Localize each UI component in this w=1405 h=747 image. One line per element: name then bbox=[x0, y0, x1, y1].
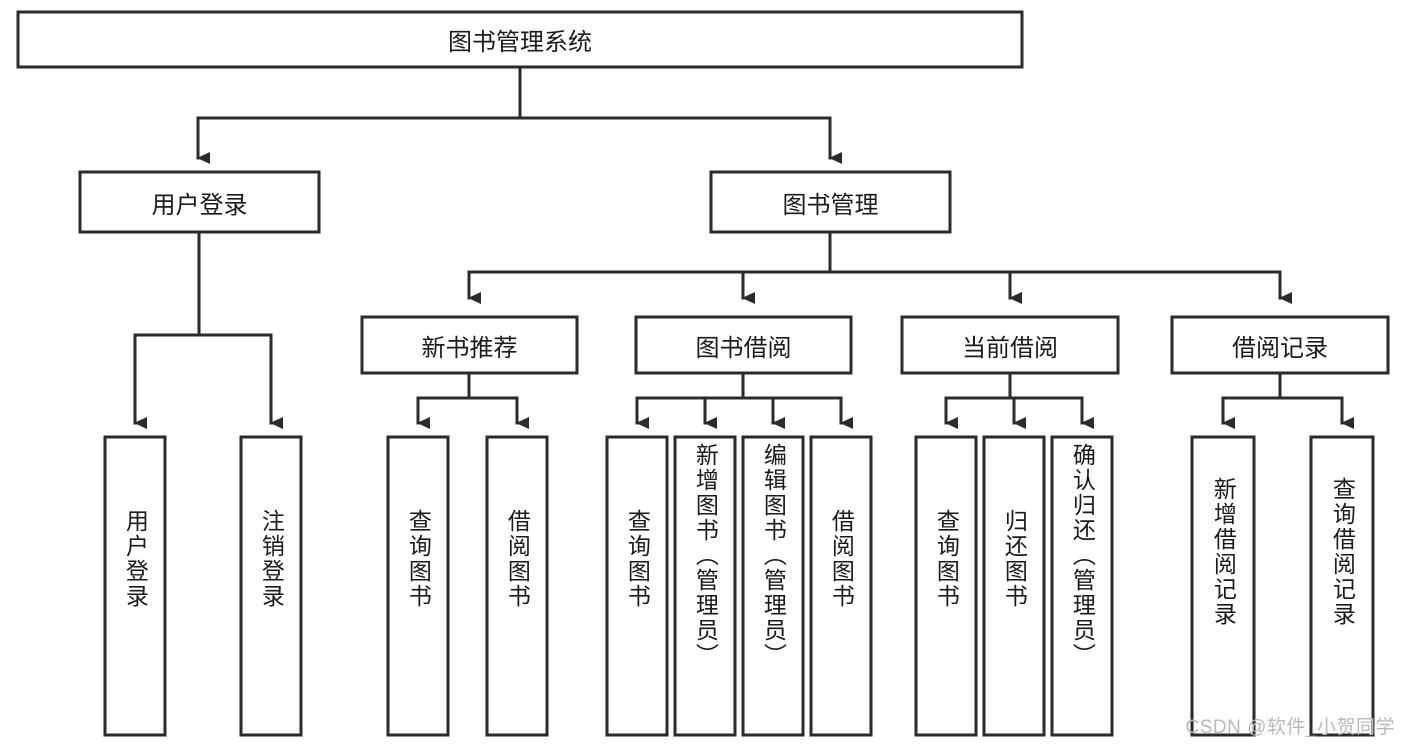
node-root-library-system[interactable] bbox=[16, 10, 1024, 69]
leaf-user-login-1[interactable] bbox=[239, 435, 303, 737]
leaf-book-borrow-2[interactable] bbox=[741, 435, 805, 737]
leaf-new-book-0[interactable] bbox=[386, 435, 450, 737]
connector-newbook-to-leaves bbox=[416, 371, 529, 429]
node-new-book-recommend[interactable] bbox=[360, 315, 579, 375]
leaf-current-borrow-2[interactable] bbox=[1050, 435, 1114, 737]
connector-userlogin-to-leaves bbox=[133, 230, 283, 429]
leaf-current-borrow-0[interactable] bbox=[914, 435, 978, 737]
node-book-borrow[interactable] bbox=[634, 315, 853, 375]
connector-bookmgmt-to-level3 bbox=[467, 230, 1292, 304]
leaf-new-book-1[interactable] bbox=[485, 435, 549, 737]
connector-root-to-level2 bbox=[196, 65, 842, 164]
leaf-book-borrow-1[interactable] bbox=[673, 435, 737, 737]
leaf-current-borrow-1[interactable] bbox=[982, 435, 1046, 737]
node-book-management[interactable] bbox=[709, 170, 952, 234]
leaf-user-login-0[interactable] bbox=[103, 435, 167, 737]
connector-bookborrow-to-leaves bbox=[635, 371, 853, 429]
node-borrow-records[interactable] bbox=[1170, 315, 1390, 375]
leaf-borrow-records-1[interactable] bbox=[1309, 435, 1375, 737]
node-current-borrow[interactable] bbox=[900, 315, 1120, 375]
leaf-book-borrow-0[interactable] bbox=[605, 435, 669, 737]
leaf-borrow-records-0[interactable] bbox=[1190, 435, 1256, 737]
connector-currentborrow-to-leaves bbox=[944, 371, 1094, 429]
leaf-book-borrow-3[interactable] bbox=[809, 435, 873, 737]
connector-borrowrecords-to-leaves bbox=[1221, 371, 1354, 429]
node-user-login[interactable] bbox=[78, 170, 321, 234]
